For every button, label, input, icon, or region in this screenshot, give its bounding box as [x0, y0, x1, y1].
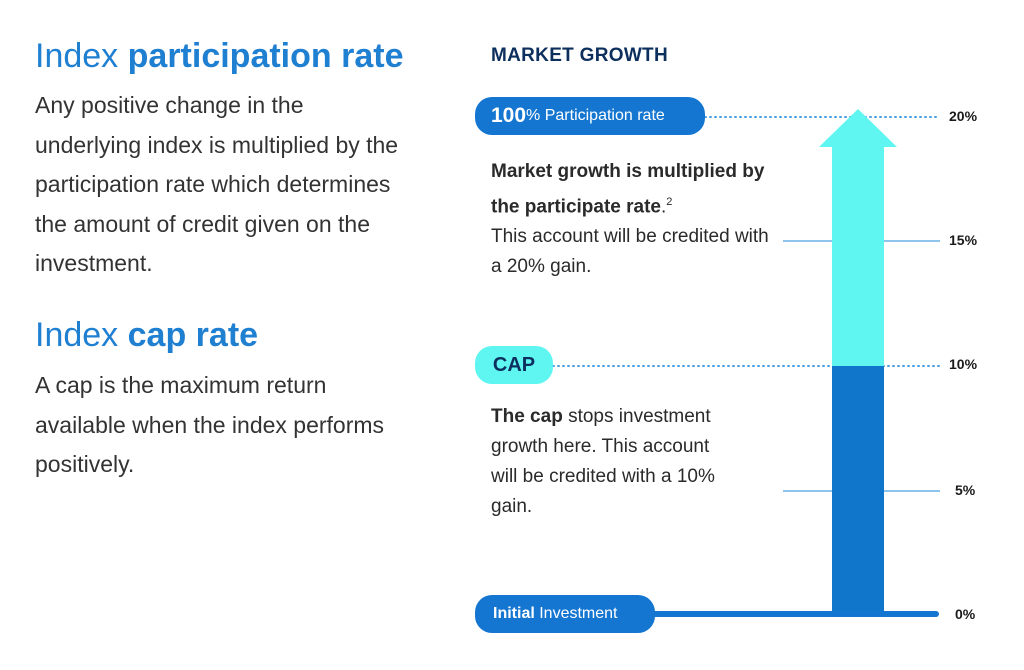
heading-bold-text: participation rate: [127, 37, 404, 75]
heading-plain-text: Index: [35, 316, 119, 354]
tick-label-15: 15%: [949, 232, 978, 248]
tick-label-10: 10%: [949, 356, 978, 372]
cap-pill: CAP: [475, 346, 553, 384]
cap-note-bold: The cap: [491, 406, 563, 427]
participation-note-period: .: [661, 196, 667, 218]
participation-rate-value: 100: [491, 104, 527, 127]
cap-note-text: stops investment growth here. This accou…: [491, 406, 715, 517]
heading-plain-text: Index: [35, 37, 119, 75]
tick-label-0: 0%: [955, 606, 976, 622]
participation-rate-label: % Participation rate: [526, 107, 665, 124]
heading-bold-text: cap rate: [127, 316, 259, 354]
participation-rate-pill: 100% Participation rate: [475, 97, 705, 135]
market-growth-heading: MARKET GROWTH: [491, 45, 668, 66]
initial-label-bold: Initial: [493, 605, 535, 622]
cap-rate-description: A cap is the maximum return available wh…: [35, 372, 385, 477]
participation-rate-description: Any positive change in the underlying in…: [35, 92, 399, 276]
initial-investment-pill: Initial Investment: [475, 595, 655, 633]
participation-note-text: This account will be credited with a 20%…: [491, 226, 769, 278]
tick-label-20: 20%: [949, 108, 978, 124]
initial-label-text: Investment: [534, 605, 618, 622]
cap-note: The cap stops investment growth here. Th…: [491, 402, 736, 522]
footnote-marker: 2: [666, 196, 673, 208]
participation-note-bold: Market growth is multiplied by the parti…: [491, 161, 765, 218]
participation-note: Market growth is multiplied by the parti…: [491, 157, 781, 282]
tick-label-5: 5%: [955, 482, 976, 498]
capped-growth-bar: [832, 366, 884, 616]
participation-rate-heading: Index participation rate: [35, 39, 403, 73]
cap-pill-label: CAP: [492, 353, 536, 376]
growth-arrow: [819, 109, 897, 366]
cap-rate-heading: Index cap rate: [35, 318, 258, 352]
